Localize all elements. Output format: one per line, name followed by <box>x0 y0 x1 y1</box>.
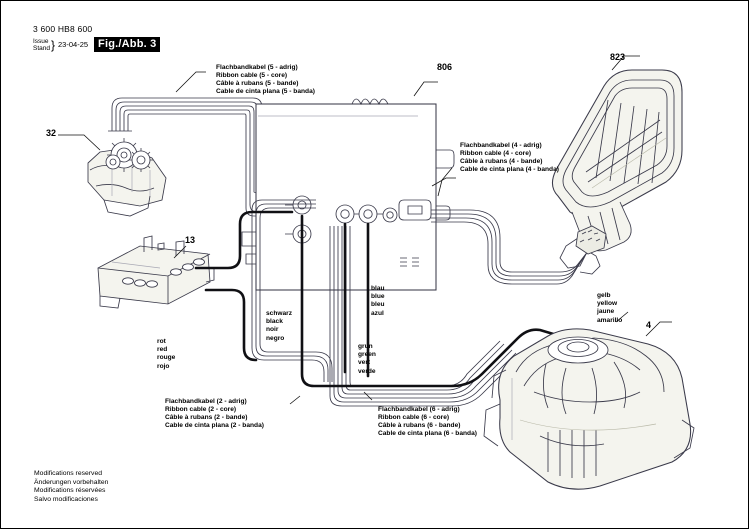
issue-stand-label: Issue Stand <box>33 37 50 52</box>
ribbon-cable-4-core <box>431 167 593 285</box>
leader-lines <box>175 71 629 405</box>
wire-color-blue: blau blue bleu azul <box>371 285 385 317</box>
wire-color-green: grun green vert verde <box>358 343 376 375</box>
brace-glyph: } <box>51 37 56 52</box>
callout-ribbon-2-core: Flachbandkabel (2 - adrig) Ribbon cable … <box>165 398 264 430</box>
wire-color-black: schwarz black noir negro <box>266 310 293 342</box>
electronics-module-806 <box>241 81 455 291</box>
wire-color-red: rot red rouge rojo <box>157 338 176 370</box>
item-number-4: 4 <box>646 320 652 330</box>
wire-black-to-motor <box>300 214 562 388</box>
item-number-32: 32 <box>46 128 57 138</box>
callout-ribbon-4-core: Flachbandkabel (4 - adrig) Ribbon cable … <box>460 142 559 174</box>
sheet-footer: Modifications reserved Änderungen vorbeh… <box>34 470 109 503</box>
figure-label: Fig./Abb. 3 <box>94 37 161 52</box>
ribbon-cable-5-core-lower <box>251 199 333 382</box>
item-number-823: 823 <box>610 52 626 62</box>
handle-assembly-823 <box>551 55 683 275</box>
terminal-bank <box>285 195 432 244</box>
item-number-806: 806 <box>437 62 453 72</box>
gearbox-assembly-32 <box>58 134 167 217</box>
wire-2-core-black <box>194 210 294 362</box>
callout-ribbon-5-core: Flachbandkabel (5 - adrig) Ribbon cable … <box>216 64 315 96</box>
wire-color-yellow: gelb yellow jaune amarillo <box>597 292 623 324</box>
item-number-13: 13 <box>185 235 196 245</box>
issue-date: 23-04-25 <box>58 40 89 49</box>
part-number: 3 600 HB8 600 <box>33 24 93 34</box>
switch-block-13 <box>97 235 215 309</box>
callout-ribbon-6-core: Flachbandkabel (6 - adrig) Ribbon cable … <box>378 406 477 438</box>
motor-assembly-4 <box>483 321 695 490</box>
sheet-header: 3 600 HB8 600 Issue Stand } 23-04-25 Fig… <box>33 24 161 52</box>
